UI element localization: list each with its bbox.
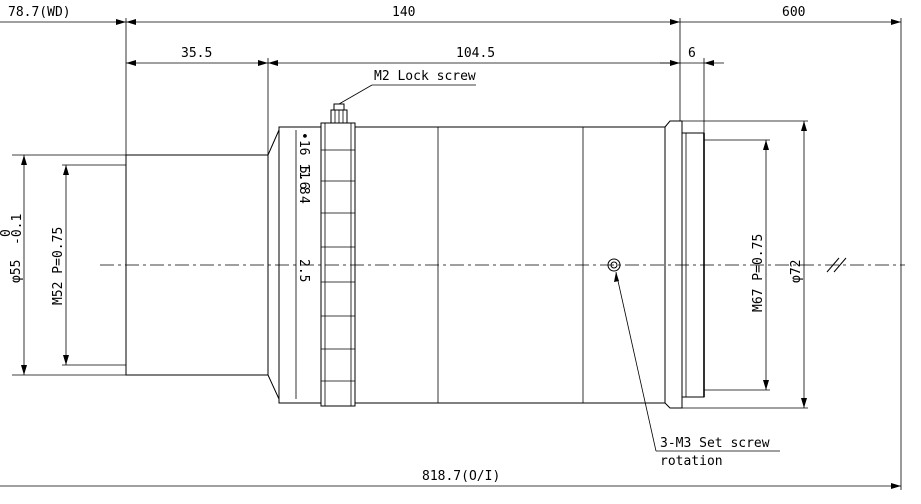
rear-thread-dim	[763, 140, 769, 390]
dim-front-outer-tol-upper: 0	[0, 229, 14, 237]
dim-front-outer-tol-lower: -0.1	[10, 214, 25, 245]
set-screw-leader	[614, 271, 780, 452]
focus-ring	[320, 122, 356, 407]
diameter-front-outer-dim	[21, 155, 27, 375]
dimension-row-second	[126, 60, 724, 66]
dim-mount-depth: 6	[688, 46, 696, 61]
dim-front-section: 35.5	[181, 46, 212, 61]
front-thread-dim	[63, 165, 69, 365]
dim-total-object-image: 818.7(O/I)	[422, 469, 500, 484]
dimension-row-top	[0, 19, 901, 25]
rear-outer-dim	[801, 121, 807, 408]
aperture-mark-16-11-8: •16 11 8	[296, 132, 311, 195]
dim-far-distance: 600	[782, 5, 805, 20]
set-screw-label: 3-M3 Set screw	[660, 436, 770, 451]
aperture-mark-4: 4	[296, 196, 311, 204]
front-outer-label: φ55 0 -0.1	[0, 214, 25, 283]
dim-front-outer-diameter: φ55	[9, 260, 24, 283]
set-screw-rotation-label: rotation	[660, 454, 723, 469]
dim-rear-thread: M67 P=0.75	[751, 234, 766, 312]
dim-rear-section: 104.5	[456, 46, 495, 61]
dim-lens-length: 140	[392, 5, 415, 20]
lens-body	[125, 103, 705, 409]
extension-lines	[12, 18, 902, 490]
rear-flare	[664, 120, 683, 409]
front-taper	[267, 129, 280, 400]
dim-working-distance: 78.7(WD)	[8, 5, 71, 20]
front-barrel	[125, 154, 269, 376]
axis-break-symbol	[826, 257, 847, 273]
lock-screw-leader	[338, 84, 476, 105]
aperture-mark-2-5: 2.5	[296, 259, 311, 282]
dimension-row-bottom	[0, 483, 901, 489]
dim-front-thread: M52 P=0.75	[51, 227, 66, 305]
lock-screw-label: M2 Lock screw	[374, 69, 476, 84]
lock-screw	[330, 103, 348, 124]
aperture-mark-5-6: 5.6	[296, 166, 311, 189]
dim-rear-outer-diameter: φ72	[789, 260, 804, 283]
aperture-scale: •16 11 8 5.6 4 2.5	[296, 132, 311, 282]
focus-ring-knurl	[321, 123, 355, 406]
